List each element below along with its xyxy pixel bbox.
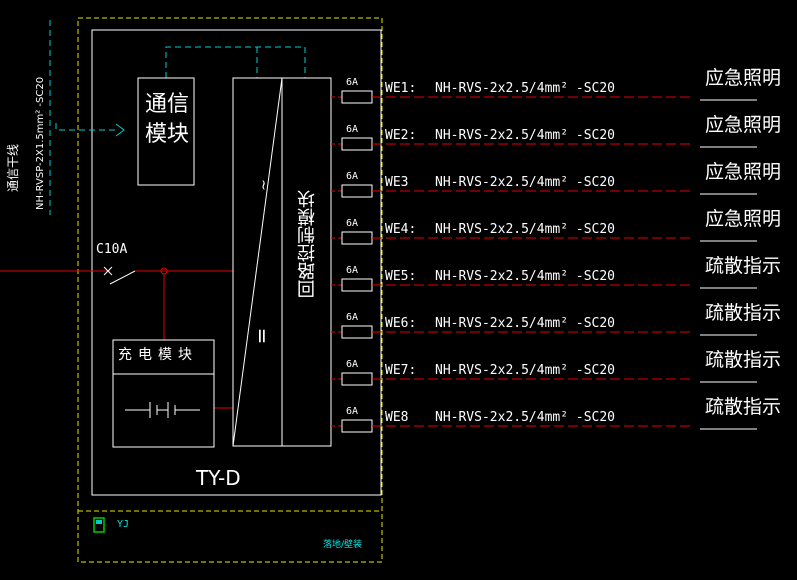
circuit-id: WE2: bbox=[385, 128, 417, 143]
comm-feed-arrow bbox=[115, 123, 125, 137]
comm-module-box bbox=[137, 77, 195, 186]
fuse-rating: 6A bbox=[346, 406, 359, 417]
fuse-rating: 6A bbox=[346, 218, 359, 229]
battery-label: ⊣⊢⊣⊢ bbox=[0, 0, 3, 1]
yj-icon bbox=[93, 517, 105, 533]
footer-tag: YJ bbox=[117, 519, 130, 530]
fuse-rating: 6A bbox=[346, 265, 359, 276]
circuit-cable: NH-RVS-2x2.5/4mm² -SC20 bbox=[435, 316, 616, 331]
inverter-symbol: ~ bbox=[254, 179, 271, 191]
comm-link-top bbox=[165, 46, 306, 78]
circuit-cable: NH-RVS-2x2.5/4mm² -SC20 bbox=[435, 269, 616, 284]
circuit-load: 应急照明 bbox=[705, 67, 782, 89]
fuse-symbol bbox=[341, 90, 373, 104]
circuit-cable: NH-RVS-2x2.5/4mm² -SC20 bbox=[435, 128, 616, 143]
fuse-symbol bbox=[341, 137, 373, 151]
main-breaker-x2 bbox=[103, 266, 113, 276]
circuit-id: WE5: bbox=[385, 269, 417, 284]
circuit-load: 应急照明 bbox=[705, 208, 782, 230]
yj-icon-fill bbox=[96, 520, 102, 524]
fuse-symbol bbox=[341, 184, 373, 198]
fuse-rating: 6A bbox=[346, 171, 359, 182]
circuit-id: WE6: bbox=[385, 316, 417, 331]
circuit-cable: NH-RVS-2x2.5/4mm² -SC20 bbox=[435, 222, 616, 237]
inverter-diagonal bbox=[232, 77, 283, 447]
outer-enclosure bbox=[77, 17, 383, 563]
comm-cable-label: 通信干线 bbox=[6, 143, 20, 192]
circuit-control-module-label: 回路控制模块 bbox=[297, 190, 318, 298]
circuit-id: WE4: bbox=[385, 222, 417, 237]
panel-box bbox=[91, 29, 382, 496]
circuit-load: 疏散指示 bbox=[705, 302, 782, 324]
fuse-symbol bbox=[341, 372, 373, 386]
fuse-symbol bbox=[341, 278, 373, 292]
charge-module-box bbox=[112, 339, 215, 448]
circuit-id: WE1: bbox=[385, 81, 417, 96]
main-breaker-label: C10A bbox=[96, 242, 128, 257]
circuit-load: 疏散指示 bbox=[705, 255, 782, 277]
circuit-cable: NH-RVS-2x2.5/4mm² -SC20 bbox=[435, 410, 616, 425]
fuse-symbol bbox=[341, 419, 373, 433]
panel-name: TY-D bbox=[196, 466, 241, 490]
circuit-graphics bbox=[331, 90, 757, 433]
fuse-rating: 6A bbox=[346, 77, 359, 88]
circuit-load: 应急照明 bbox=[705, 114, 782, 136]
circuit-cable: NH-RVS-2x2.5/4mm² -SC20 bbox=[435, 363, 616, 378]
comm-cable-spec: NH-RVSP-2X1.5mm² -SC20 bbox=[35, 76, 46, 210]
fuse-rating: 6A bbox=[346, 124, 359, 135]
circuit-cable: NH-RVS-2x2.5/4mm² -SC20 bbox=[435, 81, 616, 96]
comm-feed-line bbox=[55, 123, 118, 131]
fuse-rating: 6A bbox=[346, 359, 359, 370]
circuit-load: 疏散指示 bbox=[705, 349, 782, 371]
circuit-load: 疏散指示 bbox=[705, 396, 782, 418]
main-breaker-blade bbox=[109, 270, 136, 285]
fuse-symbol bbox=[341, 231, 373, 245]
charge-module-label: 充电模块 bbox=[118, 347, 198, 363]
circuit-id: WE3 bbox=[385, 175, 409, 190]
fuse-rating: 6A bbox=[346, 312, 359, 323]
footer-mount: 落地/壁装 bbox=[323, 540, 363, 550]
comm-module-label: 通信模块 bbox=[144, 92, 189, 147]
fuse-symbol bbox=[341, 325, 373, 339]
circuit-cable: NH-RVS-2x2.5/4mm² -SC20 bbox=[435, 175, 616, 190]
circuit-id: WE8 bbox=[385, 410, 409, 425]
circuit-load: 应急照明 bbox=[705, 161, 782, 183]
circuit-id: WE7: bbox=[385, 363, 417, 378]
rectifier-symbol: = bbox=[250, 327, 275, 345]
